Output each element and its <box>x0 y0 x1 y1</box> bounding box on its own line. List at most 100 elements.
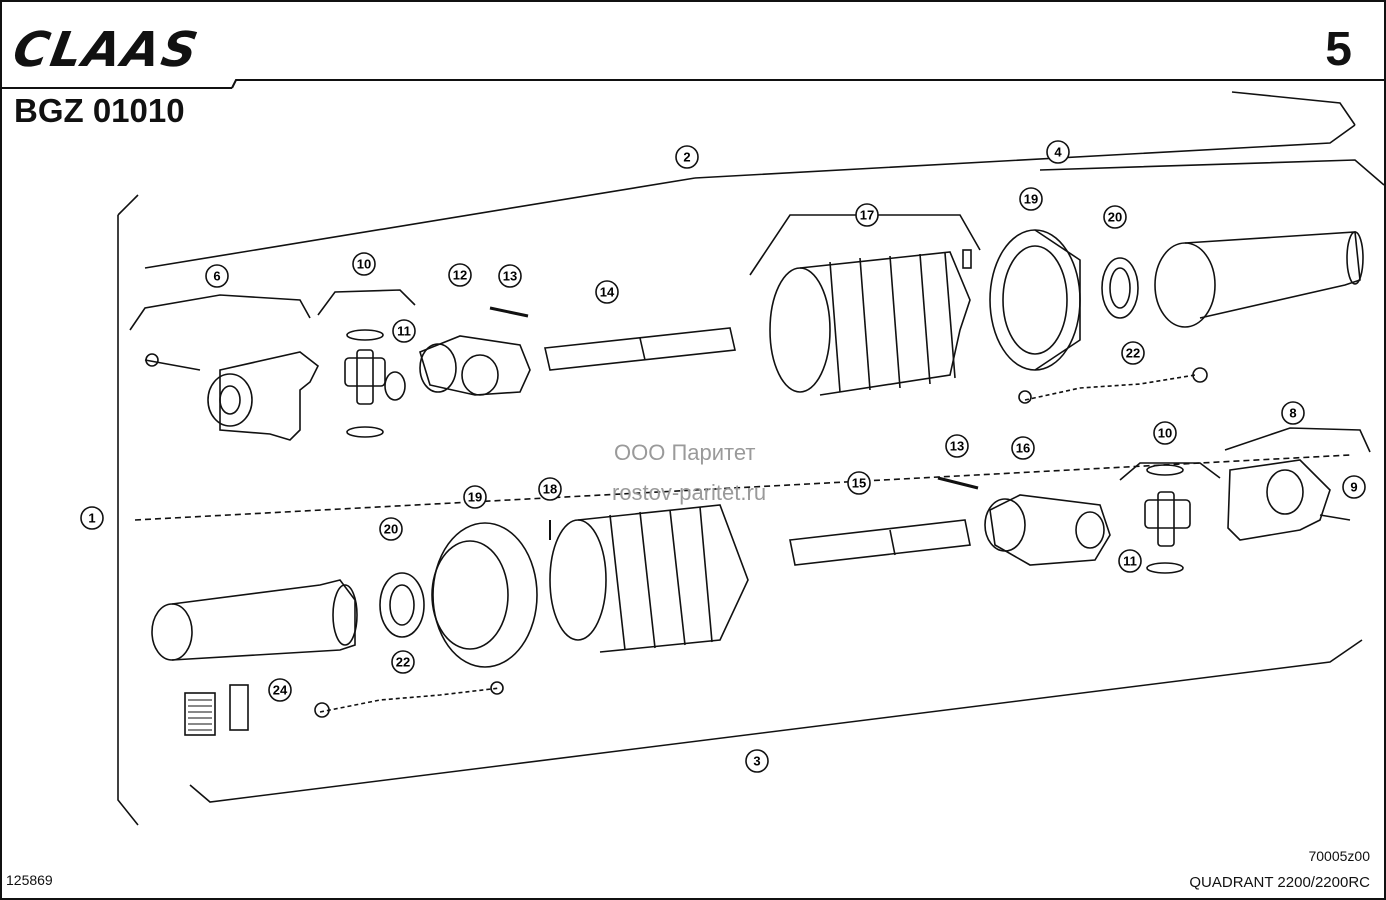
callout-label: 19 <box>468 490 482 505</box>
callout-c8: 8 <box>1281 401 1305 425</box>
callout-label: 11 <box>1123 554 1137 569</box>
callout-circle <box>391 650 415 674</box>
callout-c13b: 13 <box>945 434 969 458</box>
callout-circle <box>1011 436 1035 460</box>
callout-label: 9 <box>1350 480 1357 495</box>
callout-c17: 17 <box>855 203 879 227</box>
callout-c22b: 22 <box>391 650 415 674</box>
group-code: BGZ 01010 <box>14 92 185 129</box>
callout-label: 11 <box>397 324 411 339</box>
callout-c13a: 13 <box>498 264 522 288</box>
callout-c16: 16 <box>1011 436 1035 460</box>
callout-circle <box>1281 401 1305 425</box>
callout-label: 4 <box>1054 145 1062 160</box>
figure-reference: 70005z00 <box>1308 848 1370 864</box>
callout-c15: 15 <box>847 471 871 495</box>
callout-c18: 18 <box>538 477 562 501</box>
bellows-17-outline <box>769 249 972 396</box>
callout-circle <box>1118 549 1142 573</box>
brand-logo: CLAAS <box>9 22 204 78</box>
page-number: 5 <box>1325 23 1352 76</box>
watermark-company: ООО Паритет <box>614 440 756 465</box>
callout-circle <box>448 263 472 287</box>
callout-circle <box>379 517 403 541</box>
cross-10-lower <box>1144 464 1191 574</box>
callout-circle <box>1046 140 1070 164</box>
callout-c11b: 11 <box>1118 549 1142 573</box>
callout-c11a: 11 <box>392 319 416 343</box>
callout-circle <box>352 252 376 276</box>
callout-label: 16 <box>1016 441 1030 456</box>
callout-circle <box>205 264 229 288</box>
callout-circle <box>745 749 769 773</box>
callout-c10a: 10 <box>352 252 376 276</box>
callout-circle <box>1121 341 1145 365</box>
callout-circle <box>392 319 416 343</box>
callout-label: 19 <box>1024 192 1038 207</box>
callout-label: 3 <box>753 754 760 769</box>
callout-label: 17 <box>860 208 874 223</box>
callout-c2: 2 <box>675 145 699 169</box>
callout-c24: 24 <box>268 678 292 702</box>
callout-circle <box>595 280 619 304</box>
callout-circle <box>80 506 104 530</box>
callout-label: 22 <box>396 655 410 670</box>
watermark-url: rostov-paritet.ru <box>612 480 767 505</box>
callout-circle <box>463 485 487 509</box>
callout-label: 13 <box>503 269 517 284</box>
callout-c3: 3 <box>745 749 769 773</box>
callout-circle <box>1103 205 1127 229</box>
callout-c14: 14 <box>595 280 619 304</box>
bellows-17-lower <box>549 504 749 653</box>
callout-label: 6 <box>213 269 220 284</box>
callout-label: 12 <box>453 268 467 283</box>
outer-tube-upper <box>1154 231 1364 328</box>
callout-c22a: 22 <box>1121 341 1145 365</box>
callout-label: 20 <box>1108 210 1122 225</box>
callout-circle <box>847 471 871 495</box>
bearing-ring-20-lower <box>379 572 425 638</box>
callout-c20b: 20 <box>379 517 403 541</box>
callout-label: 14 <box>600 285 615 300</box>
callout-label: 1 <box>88 511 95 526</box>
pin-13-upper <box>489 306 529 318</box>
callout-c20a: 20 <box>1103 205 1127 229</box>
tube-14-outline <box>544 327 736 371</box>
tube-15-outline <box>789 519 971 566</box>
yoke-6-outline <box>144 351 320 441</box>
callout-circle <box>268 678 292 702</box>
callout-circle <box>538 477 562 501</box>
callout-circle <box>855 203 879 227</box>
callout-c10b: 10 <box>1153 421 1177 445</box>
callout-label: 22 <box>1126 346 1140 361</box>
callout-circle <box>1153 421 1177 445</box>
callout-c12: 12 <box>448 263 472 287</box>
callout-c1: 1 <box>80 506 104 530</box>
callout-label: 10 <box>1158 426 1172 441</box>
callout-c6: 6 <box>205 264 229 288</box>
callout-circle <box>1342 475 1366 499</box>
callout-label: 2 <box>683 150 690 165</box>
callout-c9: 9 <box>1342 475 1366 499</box>
yoke-8-outline <box>1227 459 1351 541</box>
cone-19-upper <box>989 229 1081 371</box>
callout-circle <box>675 145 699 169</box>
cross-10-outline <box>344 329 406 438</box>
labels-24 <box>184 684 249 736</box>
callout-c19a: 19 <box>1019 187 1043 211</box>
callout-c4: 4 <box>1046 140 1070 164</box>
callout-circle <box>945 434 969 458</box>
pin-13-lower <box>937 476 979 490</box>
document-number: 125869 <box>6 872 53 888</box>
callout-label: 15 <box>852 476 866 491</box>
yoke-16-outline <box>984 494 1111 566</box>
cone-19-lower <box>431 522 538 668</box>
model-name: QUADRANT 2200/2200RC <box>1189 874 1370 891</box>
callout-label: 13 <box>950 439 964 454</box>
callout-label: 18 <box>543 482 557 497</box>
callout-label: 10 <box>357 257 371 272</box>
outer-tube-lower <box>151 579 358 661</box>
callout-label: 8 <box>1289 406 1296 421</box>
yoke-12-outline <box>419 335 531 396</box>
